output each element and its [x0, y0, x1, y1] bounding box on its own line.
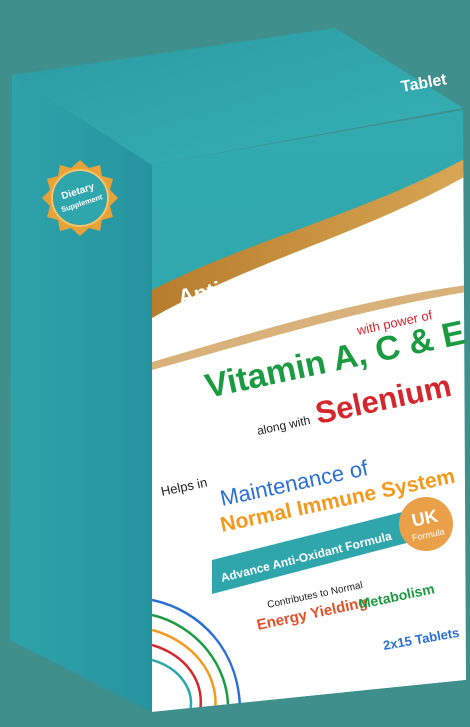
box-top-face	[12, 28, 463, 165]
box-side-face	[10, 75, 152, 712]
uk-formula-badge: UK Formula	[399, 497, 453, 551]
wave-lines-decoration	[152, 598, 242, 712]
gold-swoosh	[152, 158, 466, 318]
gold-accent-line	[152, 285, 466, 370]
dietary-supplement-badge: Dietary Supplement	[42, 160, 118, 236]
formula-banner-bg	[212, 508, 418, 594]
